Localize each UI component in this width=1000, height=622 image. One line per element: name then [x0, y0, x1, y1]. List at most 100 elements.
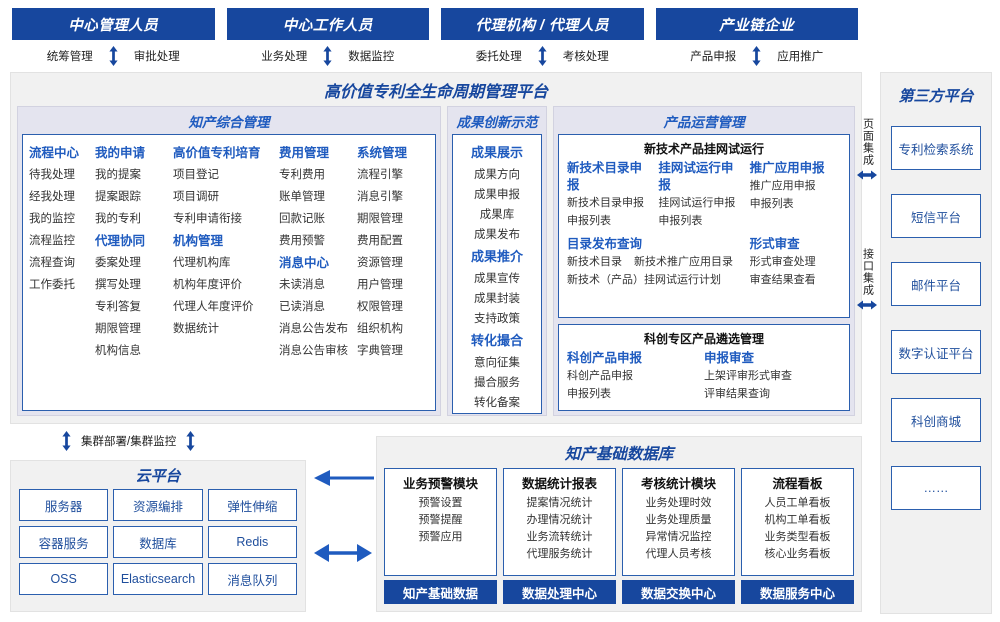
formal-review-item[interactable]: 形式审查处理 [749, 256, 816, 268]
database-card-item[interactable]: 业务流转统计 [526, 531, 593, 543]
chengguo-item[interactable]: 意向征集 [474, 357, 520, 369]
column-item[interactable]: 经我处理 [29, 191, 75, 203]
database-card-item[interactable]: 异常情况监控 [645, 531, 712, 543]
third-party-item[interactable]: …… [891, 466, 981, 510]
database-card-item[interactable]: 业务处理质量 [645, 514, 712, 526]
database-card-item[interactable]: 预警设置 [418, 497, 463, 509]
column-item[interactable]: 撰写处理 [95, 279, 141, 291]
column-item[interactable]: 项目调研 [173, 191, 219, 203]
column-item[interactable]: 期限管理 [357, 213, 403, 225]
column-item[interactable]: 我的专利 [95, 213, 141, 225]
cloud-service-cell[interactable]: Redis [207, 526, 297, 558]
column-item[interactable]: 已读消息 [279, 301, 325, 313]
new-tech-item[interactable]: 申报列表 [567, 215, 611, 227]
chengguo-item[interactable]: 成果封装 [474, 293, 520, 305]
formal-review-item[interactable]: 审查结果查看 [749, 274, 816, 286]
database-card-item[interactable]: 人员工单看板 [764, 497, 831, 509]
column-item[interactable]: 委案处理 [95, 257, 141, 269]
new-tech-item[interactable]: 申报列表 [749, 198, 794, 210]
column-item[interactable]: 资源管理 [357, 257, 403, 269]
column-item[interactable]: 专利申请衔接 [173, 213, 242, 225]
catalog-item[interactable]: 新技术（产品）挂网试运行计划 [567, 274, 721, 286]
database-card-item[interactable]: 业务类型看板 [764, 531, 831, 543]
column-item[interactable]: 机构年度评价 [173, 279, 242, 291]
column-item[interactable]: 专利答复 [95, 301, 141, 313]
database-card-item[interactable]: 办理情况统计 [526, 514, 593, 526]
chengguo-item[interactable]: 撮合服务 [474, 377, 520, 389]
new-tech-item[interactable]: 挂网试运行申报 [658, 197, 736, 209]
new-tech-item[interactable]: 申报列表 [658, 215, 703, 227]
column-item[interactable]: 数据统计 [173, 323, 219, 335]
column-item[interactable]: 待我处理 [29, 169, 75, 181]
kechuang-item[interactable]: 评审结果查询 [704, 388, 770, 400]
third-party-item[interactable]: 邮件平台 [891, 262, 981, 306]
third-party-list: 专利检索系统短信平台邮件平台数字认证平台科创商城 …… [881, 110, 991, 526]
cloud-service-cell[interactable]: 资源编排 [113, 489, 203, 521]
third-party-item[interactable]: 专利检索系统 [891, 126, 981, 170]
column-item[interactable]: 账单管理 [279, 191, 325, 203]
cloud-service-cell[interactable]: 数据库 [113, 526, 203, 558]
column-item[interactable]: 我的监控 [29, 213, 75, 225]
kechuang-item[interactable]: 申报列表 [567, 388, 611, 400]
zhichan-column: 流程中心待我处理经我处理我的监控流程监控流程查询工作委托 [29, 142, 95, 362]
column-item[interactable]: 流程查询 [29, 257, 75, 269]
chengguo-item[interactable]: 成果发布 [474, 229, 520, 241]
column-item[interactable]: 用户管理 [357, 279, 403, 291]
catalog-item[interactable]: 新技术推广应用目录 [634, 256, 733, 268]
column-item[interactable]: 权限管理 [357, 301, 403, 313]
catalog-item[interactable]: 新技术目录 [567, 256, 622, 268]
column-item[interactable]: 代理机构库 [173, 257, 231, 269]
column-item[interactable]: 期限管理 [95, 323, 141, 335]
third-party-item[interactable]: 短信平台 [891, 194, 981, 238]
column-item[interactable]: 代理人年度评价 [173, 301, 254, 313]
cloud-service-cell[interactable]: 消息队列 [207, 563, 297, 595]
column-item[interactable]: 消息公告发布 [279, 323, 348, 335]
column-item[interactable]: 工作委托 [29, 279, 75, 291]
column-item[interactable]: 项目登记 [173, 169, 219, 181]
database-card-item[interactable]: 业务处理时效 [645, 497, 712, 509]
column-item[interactable]: 提案跟踪 [95, 191, 141, 203]
third-party-item[interactable]: 数字认证平台 [891, 330, 981, 374]
column-item[interactable]: 消息公告审核 [279, 345, 348, 357]
column-item[interactable]: 费用预警 [279, 235, 325, 247]
column-item[interactable]: 我的提案 [95, 169, 141, 181]
column-item[interactable]: 字典管理 [357, 345, 403, 357]
database-footer[interactable]: 知产基础数据 [384, 580, 497, 604]
chengguo-item[interactable]: 支持政策 [474, 313, 520, 325]
third-party-item[interactable]: 科创商城 [891, 398, 981, 442]
column-item[interactable]: 组织机构 [357, 323, 403, 335]
column-item[interactable]: 未读消息 [279, 279, 325, 291]
column-item[interactable]: 费用配置 [357, 235, 403, 247]
new-tech-item[interactable]: 新技术目录申报 [567, 197, 644, 209]
database-card-item[interactable]: 代理人员考核 [645, 548, 712, 560]
cloud-service-cell[interactable]: Elasticsearch [113, 563, 203, 595]
column-item[interactable]: 消息引擎 [357, 191, 403, 203]
chengguo-item[interactable]: 成果库 [479, 209, 515, 221]
cloud-service-cell[interactable]: 容器服务 [19, 526, 109, 558]
database-footer[interactable]: 数据处理中心 [503, 580, 616, 604]
chengguo-item[interactable]: 转化备案 [474, 397, 520, 409]
column-item[interactable]: 流程引擎 [357, 169, 403, 181]
database-footer[interactable]: 数据交换中心 [622, 580, 735, 604]
new-tech-item[interactable]: 推广应用申报 [749, 180, 816, 192]
database-card-item[interactable]: 代理服务统计 [526, 548, 593, 560]
chengguo-item[interactable]: 成果申报 [474, 189, 520, 201]
kechuang-item[interactable]: 科创产品申报 [567, 370, 633, 382]
cloud-service-cell[interactable]: OSS [19, 563, 109, 595]
column-item[interactable]: 流程监控 [29, 235, 75, 247]
cloud-service-cell[interactable]: 弹性伸缩 [207, 489, 297, 521]
database-footer[interactable]: 数据服务中心 [741, 580, 854, 604]
database-card-item[interactable]: 核心业务看板 [764, 548, 831, 560]
kechuang-item[interactable]: 上架评审形式审查 [704, 370, 792, 382]
database-card-item[interactable]: 机构工单看板 [764, 514, 831, 526]
database-card-item[interactable]: 预警应用 [418, 531, 463, 543]
chengguo-item[interactable]: 成果宣传 [474, 273, 520, 285]
chengguo-item[interactable]: 成果方向 [474, 169, 520, 181]
integration-api-label: 接口集成 [861, 248, 874, 296]
column-item[interactable]: 专利费用 [279, 169, 325, 181]
database-card-item[interactable]: 提案情况统计 [526, 497, 593, 509]
column-item[interactable]: 回款记账 [279, 213, 325, 225]
database-card-item[interactable]: 预警提醒 [418, 514, 463, 526]
cloud-service-cell[interactable]: 服务器 [19, 489, 109, 521]
column-item[interactable]: 机构信息 [95, 345, 141, 357]
